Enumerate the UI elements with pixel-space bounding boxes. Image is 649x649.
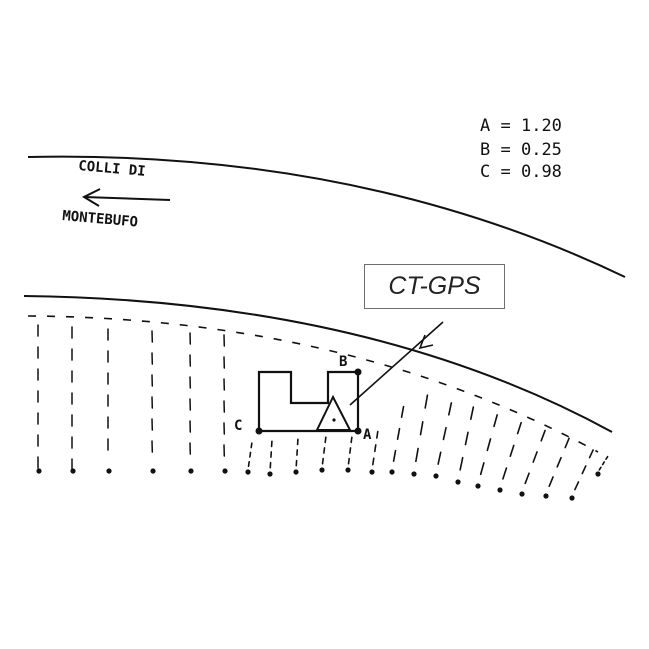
hachure-stroke [323,447,326,454]
hachure-stroke [350,436,353,444]
hachure-stroke [464,431,469,446]
hachure-dot [369,469,375,475]
hachure-stroke [373,444,377,453]
hachure-stroke [556,456,562,468]
direction-arrow [81,188,171,207]
hachure-stroke [371,457,375,466]
point-b-label: B [339,354,347,370]
hachure-stroke [249,451,252,458]
hachure-stroke [479,462,485,476]
place-label-line1: COLLI DI [78,158,147,180]
hachure-stroke [574,481,580,491]
hachure-dot [150,468,156,474]
hachure-stroke [324,436,327,444]
hachure-stroke [447,402,453,416]
hachure-dot [345,467,351,473]
hachure-stroke [419,421,424,436]
hachure-dot [293,469,299,475]
place-label-line2: MONTEBUFO [62,208,139,231]
hachure-dot [497,487,503,493]
hachure-dot [319,467,325,473]
legend: A = 1.20 B = 0.25 C = 0.98 [480,116,562,182]
hachure-stroke [605,455,609,461]
hachure-stroke [375,430,379,439]
hachure-stroke [250,442,253,449]
road-lower-edge [23,295,613,433]
hachure-stroke [598,466,602,471]
hachure-stroke [459,456,464,471]
hachure-stroke [581,465,587,475]
hachure-dot [389,469,395,475]
hachure-dot [245,469,251,475]
hachure-stroke [247,460,250,468]
hachure-stroke [493,414,499,428]
hachure-stroke [509,444,515,458]
station-label-box: CT-GPS [364,264,505,309]
hachure-stroke [548,476,554,488]
hachure-dot [519,491,525,497]
hachure-stroke [415,447,419,463]
slope-crest-line [27,315,599,453]
hachure-dot [475,483,481,489]
hachure-stroke [516,421,522,435]
hachure-dot [106,468,112,474]
hachure-dot [36,468,42,474]
hachure-stroke [347,457,350,465]
legend-line-a: A = 1.20 [480,116,562,136]
hachure-dot [433,473,439,479]
legend-line-b: B = 0.25 [480,140,562,160]
hachure-dot [267,471,273,477]
hachure-stroke [486,438,492,452]
hachure-stroke [349,447,352,454]
hachure-stroke [564,437,570,449]
hachure-dot [569,495,575,501]
slope-hachures [36,324,609,501]
hachure-stroke [396,427,401,441]
hachure-dot [70,468,76,474]
hachure-stroke [400,405,405,419]
place-label: COLLI DI MONTEBUFO [62,158,147,231]
hachure-dot [222,468,228,474]
hachure-stroke [469,406,475,421]
hachure-stroke [524,472,530,485]
hachure-stroke [601,461,606,466]
hachure-stroke [437,451,442,465]
hachure-stroke [321,457,324,465]
hachure-stroke [502,467,508,480]
hachure-dot [188,468,194,474]
hachure-dot [411,471,417,477]
point-c-marker [255,427,263,435]
point-b-marker [354,368,362,376]
road-upper-edge [27,155,626,278]
hachure-stroke [392,449,397,463]
building-outline [257,370,360,433]
station-label: CT-GPS [388,272,481,300]
point-c-label: C [234,418,242,434]
gps-station-icon [315,394,352,431]
point-a-label: A [363,427,372,443]
hachure-stroke [532,451,538,463]
hachure-dot [455,479,461,485]
hachure-dot [543,493,549,499]
hachure-stroke [442,426,447,441]
hachure-stroke [540,429,546,442]
legend-line-c: C = 0.98 [480,162,562,182]
station-leader-line [349,321,444,406]
hachure-stroke [424,394,429,409]
point-a-marker [354,427,362,435]
hachure-dot [595,471,601,477]
hachure-stroke [588,449,594,459]
